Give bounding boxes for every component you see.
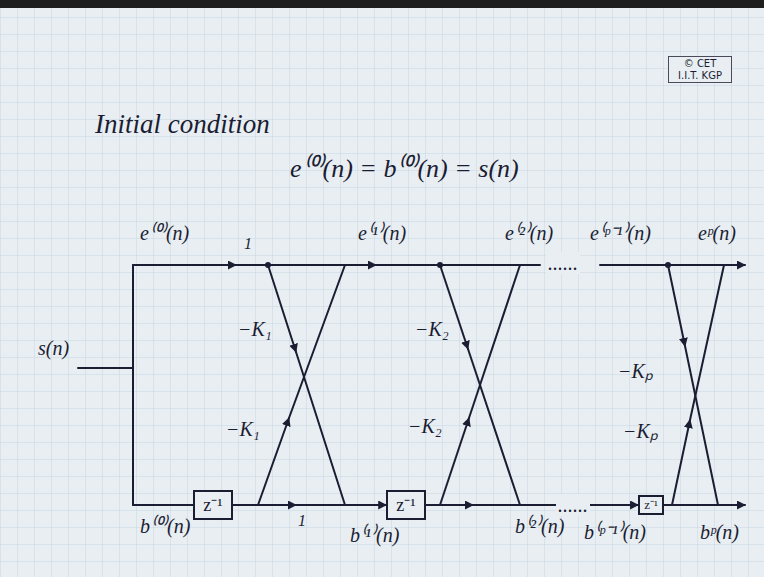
watermark-box: © CET I.I.T. KGP (668, 56, 732, 83)
signal-name: e⁽¹⁾(n) (358, 222, 406, 244)
delay-symbol: z⁻¹ (644, 498, 658, 513)
coefficient: −K₂ (408, 415, 442, 437)
reflection-branch (440, 418, 469, 505)
delay-box: z⁻¹ (638, 495, 664, 516)
coefficient: −Kₚ (623, 420, 658, 442)
input-line (78, 367, 133, 369)
signal-name: eᵖ(n) (698, 222, 736, 244)
reflection-branch (668, 265, 685, 346)
signal-name: e⁽ᵖ⁻¹⁾(n) (590, 222, 651, 244)
watermark-text: © CET I.I.T. KGP (672, 58, 728, 81)
flow-arrow (216, 264, 236, 266)
photo-edge (0, 0, 764, 8)
junction-dot (665, 262, 671, 268)
forward-line (133, 264, 540, 266)
signal-name: b⁽⁰⁾(n) (140, 515, 190, 537)
equation: e⁽⁰⁾(n) = b⁽⁰⁾(n) = s(n) (290, 155, 519, 184)
signal-name: b⁽²⁾(n) (515, 515, 564, 537)
delay-box: z⁻¹ (386, 490, 425, 521)
junction-dot (265, 262, 271, 268)
continuation-dots: ...... (556, 494, 590, 516)
backward-line (651, 504, 745, 506)
signal-name: b⁽¹⁾(n) (350, 524, 399, 546)
signal-path (233, 504, 387, 506)
junction-dot (437, 262, 443, 268)
reflection-branch (468, 349, 520, 505)
heading: Initial condition (95, 110, 270, 140)
reflection-branch (289, 265, 345, 418)
coefficient: −K₁ (226, 418, 260, 440)
delay-box: z⁻¹ (193, 490, 232, 521)
signal-path (426, 504, 638, 506)
input-split-line (132, 265, 134, 505)
signal-name: bᵖ(n) (700, 521, 739, 543)
gain-value: 1 (298, 512, 306, 530)
signal-name: e⁽⁰⁾(n) (140, 222, 189, 244)
reflection-branch (690, 265, 724, 420)
coefficient: −K₂ (415, 318, 449, 340)
reflection-branch (469, 265, 520, 418)
reflection-branch (258, 418, 289, 505)
reflection-branch (672, 420, 690, 505)
signal-name: b⁽ᵖ⁻¹⁾(n) (584, 521, 646, 543)
input-signal: s(n) (38, 337, 69, 359)
reflection-branch (296, 352, 345, 505)
delay-symbol: z⁻¹ (396, 495, 415, 516)
gain-value: 1 (244, 235, 252, 253)
delay-symbol: z⁻¹ (203, 495, 222, 516)
reflection-branch (268, 265, 296, 352)
signal-name: e⁽²⁾(n) (505, 222, 553, 244)
continuation-dots: ...... (546, 252, 580, 274)
coefficient: −Kₚ (618, 360, 653, 382)
flow-arrow (356, 264, 376, 266)
coefficient: −K₁ (238, 318, 272, 340)
